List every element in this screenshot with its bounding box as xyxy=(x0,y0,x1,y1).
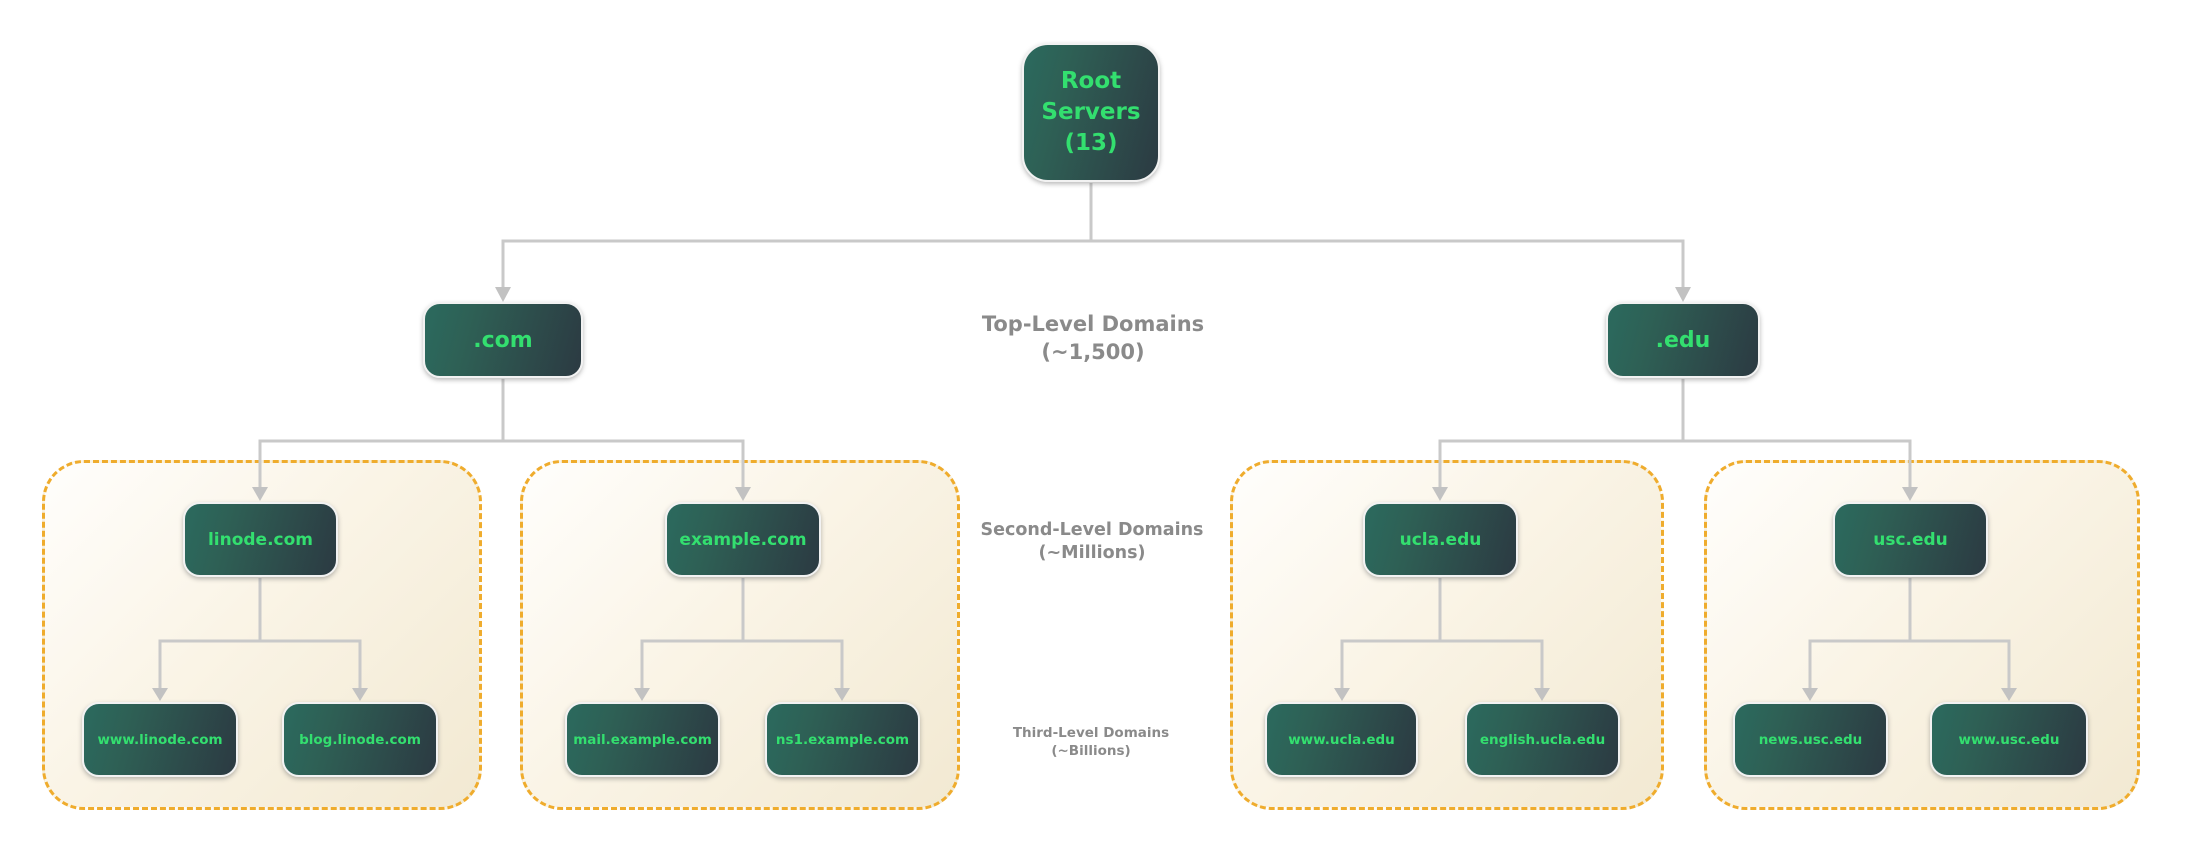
node-ns1-example-com: ns1.example.com xyxy=(765,702,920,777)
arrowhead-to-mail-example xyxy=(634,688,650,701)
node-label: .edu xyxy=(1655,327,1711,353)
level-label-line: Third-Level Domains xyxy=(1012,725,1170,741)
arrowhead-to-www-linode xyxy=(152,688,168,701)
arrowhead-to-example xyxy=(735,487,751,501)
connector-edu-split xyxy=(1438,439,1912,487)
arrowhead-to-usc xyxy=(1902,487,1918,501)
node-com: .com xyxy=(423,302,583,378)
connector-usc-split xyxy=(1808,639,2011,688)
level-label-line: Top-Level Domains xyxy=(981,312,1205,336)
node-www-usc-edu: www.usc.edu xyxy=(1930,702,2088,777)
level-label-line: (~Billions) xyxy=(1051,742,1131,759)
node-www-linode-com: www.linode.com xyxy=(82,702,238,777)
connector-root-split xyxy=(501,239,1685,287)
node-label: usc.edu xyxy=(1873,529,1948,550)
connector-ucla-split xyxy=(1340,639,1544,688)
node-edu: .edu xyxy=(1606,302,1760,378)
node-example-com: example.com xyxy=(665,502,821,577)
node-label-line: Servers xyxy=(1041,98,1141,125)
node-label-line: Root xyxy=(1060,67,1122,94)
node-label: ns1.example.com xyxy=(775,731,910,748)
node-label-line: (13) xyxy=(1064,130,1118,157)
arrowhead-to-news-usc xyxy=(1802,688,1818,701)
node-label: Root Servers (13) xyxy=(1041,66,1140,159)
node-label: ucla.edu xyxy=(1399,529,1482,550)
node-blog-linode-com: blog.linode.com xyxy=(282,702,438,777)
node-label: www.linode.com xyxy=(97,731,223,748)
arrowhead-to-english-ucla xyxy=(1534,688,1550,701)
level-label-line: Second-Level Domains xyxy=(980,520,1204,540)
node-label: blog.linode.com xyxy=(299,731,421,748)
node-label: linode.com xyxy=(207,529,314,550)
arrowhead-to-ns1-example xyxy=(834,688,850,701)
node-mail-example-com: mail.example.com xyxy=(565,702,720,777)
node-usc-edu: usc.edu xyxy=(1833,502,1988,577)
node-label: example.com xyxy=(679,529,807,550)
node-root-servers: Root Servers (13) xyxy=(1022,43,1160,182)
node-news-usc-edu: news.usc.edu xyxy=(1733,702,1888,777)
arrowhead-to-linode xyxy=(252,487,268,501)
level-label-third-level-domains: Third-Level Domains (~Billions) xyxy=(891,725,1291,761)
node-english-ucla-edu: english.ucla.edu xyxy=(1465,702,1620,777)
node-label: mail.example.com xyxy=(573,731,712,748)
arrowhead-to-edu xyxy=(1675,287,1691,302)
level-label-second-level-domains: Second-Level Domains (~Millions) xyxy=(892,519,1292,565)
connector-com-split xyxy=(258,439,745,487)
node-label: english.ucla.edu xyxy=(1479,731,1606,748)
node-www-ucla-edu: www.ucla.edu xyxy=(1265,702,1418,777)
level-label-line: (~Millions) xyxy=(1038,543,1146,564)
node-linode-com: linode.com xyxy=(183,502,338,577)
node-ucla-edu: ucla.edu xyxy=(1363,502,1518,577)
arrowhead-to-www-usc xyxy=(2001,688,2017,701)
arrowhead-to-com xyxy=(495,287,511,302)
arrowhead-to-ucla xyxy=(1432,487,1448,501)
node-label: www.usc.edu xyxy=(1958,731,2060,748)
level-label-line: (~1,500) xyxy=(1041,339,1145,364)
arrowhead-to-www-ucla xyxy=(1334,688,1350,701)
connector-linode-split xyxy=(158,639,362,688)
level-label-top-level-domains: Top-Level Domains (~1,500) xyxy=(893,311,1293,366)
connector-example-split xyxy=(640,639,844,688)
node-label: news.usc.edu xyxy=(1758,731,1863,748)
node-label: .com xyxy=(473,327,533,353)
node-label: www.ucla.edu xyxy=(1288,731,1395,748)
arrowhead-to-blog-linode xyxy=(352,688,368,701)
